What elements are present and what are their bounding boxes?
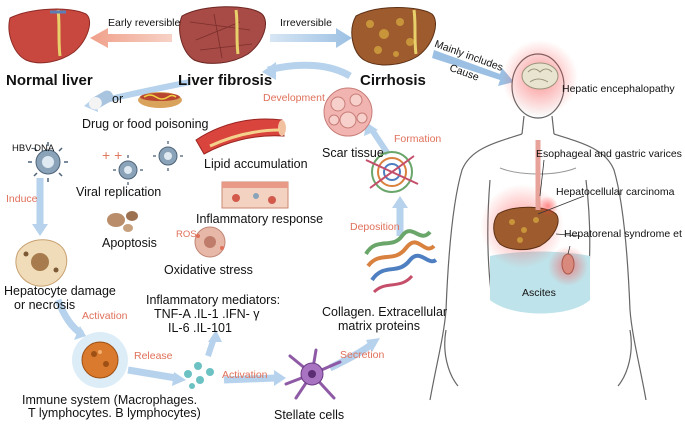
formation-label: Formation [394,133,442,145]
apoptotic-cell-icon [107,211,138,232]
induce-label: Induce [6,193,38,205]
kidney-icon [561,253,575,275]
virus-icon [153,141,183,171]
inflammatory-response-label: Inflammatory response [196,212,324,226]
development-arrow [267,61,352,80]
matrix-proteins-label: matrix proteins [338,319,420,333]
early-reversible-arrow [90,28,172,48]
apoptosis-label: Apoptosis [102,236,157,250]
brain-icon [521,62,559,90]
hotdog-icon [138,92,182,108]
viral-replication-label: Viral replication [76,185,162,199]
induce-arrow [32,224,48,236]
normal-liver-label: Normal liver [6,72,93,89]
collagen-label: Collagen. Extracellular [322,305,448,319]
hepatocellular-carcinoma-label: Hepatocellular carcinoma [556,186,675,198]
lipid-accumulation-label: Lipid accumulation [204,157,308,171]
inflammatory-mediators-label: Inflammatory mediators: [146,293,281,307]
hbv-dna-label: HBV-DNA [12,143,55,154]
normal-liver-icon [8,8,90,64]
hepatocyte-icon [15,239,68,287]
lymphocytes-label: T lymphocytes. B lymphocytes) [28,406,201,420]
ros-cell-icon [194,226,226,258]
development-label: Development [263,92,325,104]
liver-fibrosis-label: Liver fibrosis [178,72,273,89]
immune-system-label: Immune system (Macrophages. [22,393,198,407]
activation-label-2: Activation [222,369,268,381]
collagen-icon [364,229,438,294]
stellate-cell-icon [284,348,342,400]
hepatocyte-damage-label: Hepatocyte damage [4,284,116,298]
fibrotic-liver-icon [179,6,266,64]
svg-text:+ +: + + [102,147,122,163]
blood-vessel-icon [195,118,286,155]
virus-icon [28,142,68,182]
pill-icon [88,90,114,110]
irreversible-arrow [270,28,352,48]
irreversible-label: Irreversible [280,17,332,29]
stellate-cells-label: Stellate cells [274,408,345,422]
leader-lines [537,159,585,255]
mediators-list-2: IL-6 .IL-101 [168,321,232,335]
early-reversible-label: Early reversible [108,17,181,29]
oxidative-stress-label: Oxidative stress [164,263,253,277]
cirrhosis-label: Cirrhosis [360,72,426,89]
cause-arrow [432,50,514,86]
cirrhotic-liver-icon [351,7,436,66]
or-label: or [112,92,124,106]
ascites-label: Ascites [522,287,556,299]
deposition-label: Deposition [350,221,400,233]
activation-label-1: Activation [82,310,128,322]
scar-tissue-label: Scar tissue [322,146,384,160]
fiber-cluster-icon [365,151,419,193]
tissue-icon [221,181,289,209]
secretion-label: Secretion [340,349,385,361]
drug-poisoning-label: Drug or food poisoning [82,117,209,131]
release-label: Release [134,350,173,362]
scar-tissue-icon [323,87,373,137]
immune-cell-icon [72,332,128,388]
ros-label: ROS [176,229,197,240]
esophageal-varices-label: Esophageal and gastric varices [536,148,682,160]
mediators-list-1: TNF-A .IL-1 .IFN- γ [154,307,260,321]
necrosis-label: or necrosis [14,298,76,312]
virus-icon [113,155,143,185]
hepatorenal-syndrome-label: Hepatorenal syndrome et al [564,228,685,240]
cytokine-icon [184,362,214,389]
hepatic-encephalopathy-label: Hepatic encephalopathy [562,83,675,95]
